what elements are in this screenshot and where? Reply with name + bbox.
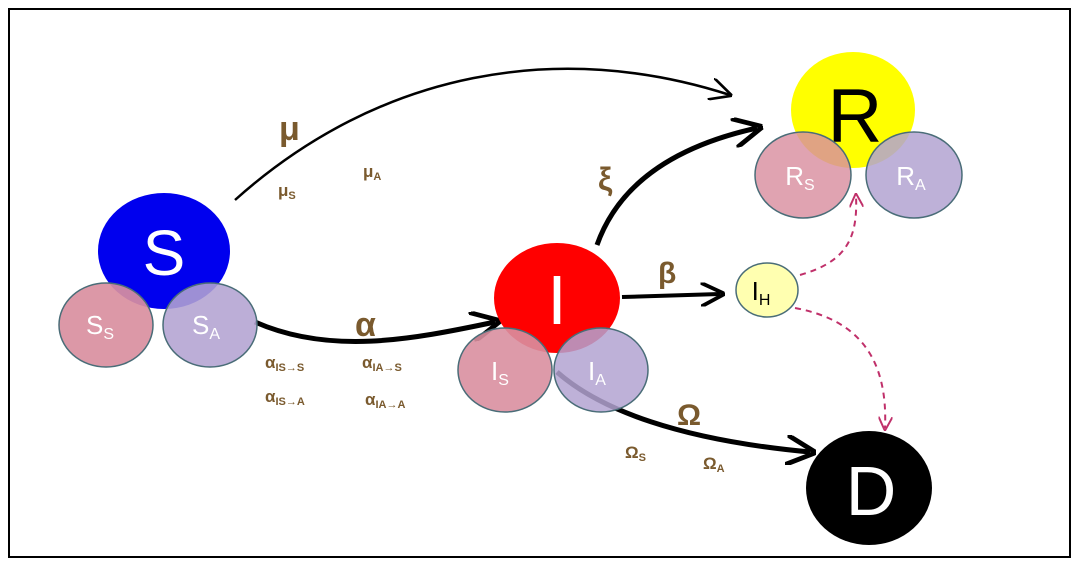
ra-label: RA: [896, 161, 926, 194]
arrow-s-to-i: [253, 322, 495, 345]
node-recovered-symptomatic: RS: [754, 131, 852, 219]
param-alpha-ia-a: αIA→A: [365, 390, 405, 411]
param-omega-a: ΩA: [703, 454, 725, 475]
node-infected: I: [494, 243, 620, 353]
node-infected-symptomatic: IS: [457, 327, 553, 413]
dashed-arrow-ih-to-d: [794, 307, 885, 428]
ss-label: SS: [86, 310, 114, 343]
node-infected-asymptomatic: IA: [553, 327, 649, 413]
d-label: D: [846, 452, 897, 530]
sa-label: SA: [192, 310, 220, 343]
node-hospitalized: IH: [735, 262, 799, 318]
param-omega-s: ΩS: [625, 443, 646, 464]
node-dead: D: [806, 431, 932, 545]
param-alpha: α: [355, 306, 376, 344]
i-label: I: [547, 261, 566, 339]
param-alpha-ia-s: αIA→S: [362, 353, 402, 374]
arrow-i-to-r: [594, 128, 757, 246]
node-susceptible-symptomatic: SS: [58, 282, 154, 368]
param-mu-a: μA: [363, 162, 381, 183]
node-susceptible-asymptomatic: SA: [162, 282, 258, 368]
s-label: S: [143, 217, 186, 289]
param-mu-s: μS: [278, 181, 296, 202]
node-recovered-asymptomatic: RA: [865, 131, 963, 219]
param-beta: β: [658, 257, 676, 290]
diagram-frame: [8, 8, 1071, 558]
is-label: IS: [491, 356, 509, 389]
node-susceptible: S: [98, 193, 230, 309]
param-omega: Ω: [677, 399, 701, 432]
arrow-s-to-r: [234, 67, 730, 201]
param-xi: ξ: [598, 161, 613, 197]
rs-label: RS: [785, 161, 814, 194]
arrow-i-to-ih: [621, 294, 720, 297]
param-alpha-is-a: αIS→A: [265, 387, 305, 408]
ia-label: IA: [588, 356, 606, 389]
param-mu: μ: [279, 110, 300, 148]
dashed-arrow-ih-to-r: [799, 196, 856, 276]
param-alpha-is-s: αIS→S: [265, 353, 304, 374]
ih-label: IH: [752, 276, 771, 309]
